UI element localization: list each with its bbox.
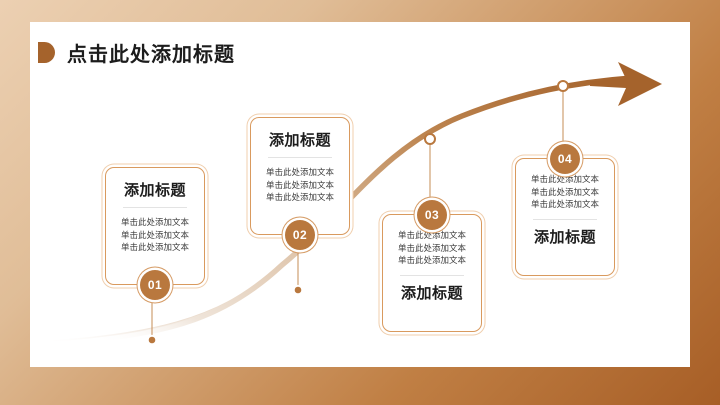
info-card-title: 添加标题 [533,228,596,246]
step-badge-number: 04 [557,152,573,166]
info-card-title: 添加标题 [400,284,463,302]
info-card-02[interactable]: 添加标题 单击此处添加文本 单击此处添加文本 单击此处添加文本 [250,117,350,235]
card-text-line: 单击此处添加文本 [397,255,466,265]
info-card-body: 单击此处添加文本 单击此处添加文本 单击此处添加文本 [531,173,599,211]
card-text-line: 单击此处添加文本 [265,179,334,190]
card-divider [400,274,464,276]
info-card-title: 添加标题 [268,132,331,149]
info-card-body: 单击此处添加文本 单击此处添加文本 单击此处添加文本 [121,216,189,254]
info-card-body: 单击此处添加文本 单击此处添加文本 单击此处添加文本 [398,229,466,267]
slide-canvas: 点击此处添加标题 [30,22,690,367]
step-badge-number: 03 [424,208,440,222]
step-badge-01[interactable]: 01 [140,270,170,300]
card-text-line: 单击此处添加文本 [120,217,189,227]
card-divider [268,157,332,158]
card-text-line: 单击此处添加文本 [265,192,334,202]
slide-header: 点击此处添加标题 [38,38,235,67]
info-card-01[interactable]: 添加标题 单击此处添加文本 单击此处添加文本 单击此处添加文本 [105,167,205,285]
step-badge-number: 01 [147,278,163,292]
info-card-title: 添加标题 [123,182,186,199]
step-badge-03[interactable]: 03 [417,200,447,230]
card-text-line: 单击此处添加文本 [530,199,599,209]
card-text-line: 单击此处添加文本 [530,186,599,197]
arrow-head-icon [590,62,662,106]
card-text-line: 单击此处添加文本 [530,174,599,184]
info-card-04[interactable]: 单击此处添加文本 单击此处添加文本 单击此处添加文本 添加标题 [515,158,615,276]
card-text-line: 单击此处添加文本 [397,230,466,240]
page-title: 点击此处添加标题 [67,44,235,66]
step-badge-02[interactable]: 02 [285,220,315,250]
card-text-line: 单击此处添加文本 [120,229,189,240]
step-badge-04[interactable]: 04 [550,144,580,174]
card-text-line: 单击此处添加文本 [265,167,334,177]
info-card-03[interactable]: 单击此处添加文本 单击此处添加文本 单击此处添加文本 添加标题 [382,214,482,332]
card-text-line: 单击此处添加文本 [397,242,466,253]
half-disc-bullet-icon [38,42,55,63]
card-divider [123,207,187,208]
card-divider [533,218,597,220]
card-text-line: 单击此处添加文本 [120,242,189,252]
info-card-body: 单击此处添加文本 单击此处添加文本 单击此处添加文本 [266,166,334,204]
step-badge-number: 02 [292,228,308,242]
